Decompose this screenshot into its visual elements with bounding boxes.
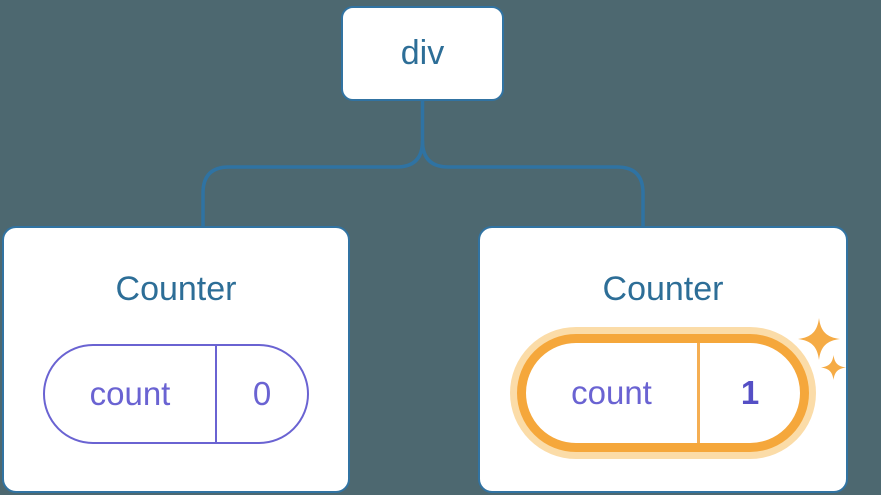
counter-card-right: Counter count 1 xyxy=(478,226,848,493)
state-pill: count 0 xyxy=(43,344,309,444)
root-node-div: div xyxy=(341,6,504,101)
state-pill-highlighted: count 1 xyxy=(517,334,809,452)
sparkle-icon xyxy=(798,318,840,360)
state-value: 1 xyxy=(697,343,800,443)
counter-title: Counter xyxy=(115,270,237,308)
state-key-label: count xyxy=(571,374,652,411)
state-value: 0 xyxy=(215,346,307,442)
sparkle-icon xyxy=(821,355,846,380)
connector-right-branch xyxy=(420,140,645,226)
counter-card-left: Counter count 0 xyxy=(2,226,350,493)
root-node-label: div xyxy=(400,34,445,72)
state-key-label: count xyxy=(89,375,171,412)
connector-left-branch xyxy=(201,101,425,226)
counter-title: Counter xyxy=(602,270,724,308)
